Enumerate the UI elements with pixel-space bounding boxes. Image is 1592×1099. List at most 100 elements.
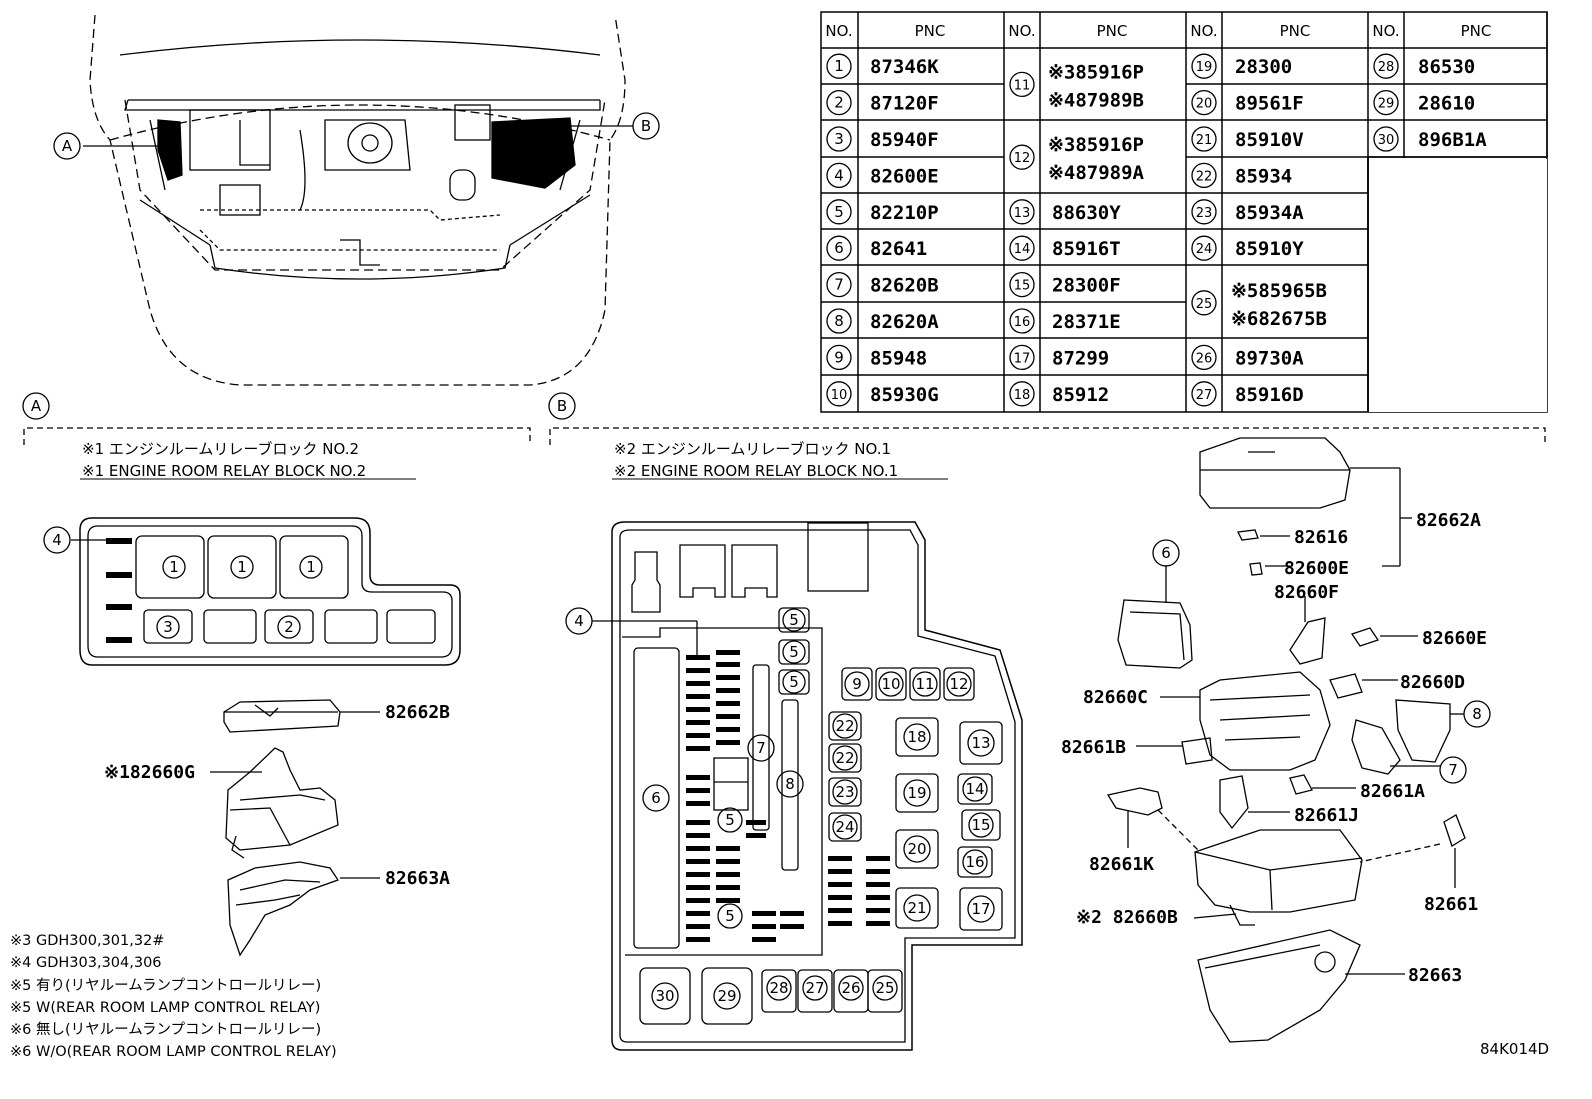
section-b-tag: B [557,397,567,415]
slot-label: 1 [306,558,316,576]
row-number: 26 [1196,351,1213,366]
section-b-title-jp: ※2 エンジンルームリレーブロック NO.1 [614,440,891,458]
pnc-value: 86530 [1418,56,1475,78]
row-number-circle [1373,89,1399,116]
pnc-value: 82620A [870,311,939,333]
fuse-label: 23 [835,783,854,801]
row-number-circle [826,89,852,116]
diagram-code: 84K014D [1480,1040,1550,1058]
part-label-82660g: ※182660G [104,762,195,783]
bracket-82660g-drawing [210,747,339,859]
row-number: 14 [1014,242,1031,257]
footnote: ※3 GDH300,301,32# [10,933,165,949]
pnc-value: 85934 [1235,165,1292,187]
relay-block-no1 [611,521,1023,1051]
row-number: 13 [1014,206,1031,221]
fuse-labels-b: 4 5 5 5 6 7 8 9 10 11 12 22 22 23 24 18 … [574,611,990,1005]
fuse-bars-b [686,650,890,942]
pnc-value: 28371E [1052,311,1121,333]
row-number: 17 [1014,351,1031,366]
section-b-bracket [549,427,1546,445]
pnc-value: 82620B [870,275,939,297]
footnote: ※5 有り(リヤルームランプコントロールリレー) [10,977,322,994]
part-label-82616: 82616 [1294,527,1348,548]
table-header-no-3: NO. [1190,22,1217,40]
cover-82662b-drawing [223,699,380,733]
fuse-label: 5 [725,811,735,829]
fuse-label: 14 [965,780,984,798]
pnc-value: 87346K [870,56,939,78]
part-label-82661j: 82661J [1294,805,1359,826]
fuse-label: 25 [875,979,894,997]
row-number-circle [1191,53,1217,79]
pnc-value: 896B1A [1418,129,1487,151]
pnc-value: ※585965B [1231,280,1327,302]
case-82663a-drawing [227,861,380,957]
row-number: 22 [1196,169,1213,184]
row-number-circle [1009,71,1035,98]
fuse-label: 5 [725,907,735,925]
callout-6-label: 6 [1161,544,1171,562]
footnote: ※6 無し(リヤルームランプコントロールリレー) [10,1022,322,1039]
row-number-circle [1009,235,1035,261]
callout-a-label: A [62,137,73,155]
pnc-value: ※385916P [1048,134,1144,156]
row-number: 7 [834,276,844,294]
part-label-82661: 82661 [1424,894,1478,915]
row-number-circle [1191,126,1217,152]
pnc-value: 82600E [870,165,939,187]
pnc-value: 85910V [1235,129,1304,151]
pnc-value: 28610 [1418,93,1475,115]
row-number: 25 [1196,297,1213,312]
part-label-82663: 82663 [1408,965,1462,986]
section-b-tag-circle [548,392,576,420]
table-header-pnc-2: PNC [1097,22,1128,40]
row-number: 19 [1196,60,1213,75]
section-a-tag: A [31,397,42,415]
pnc-value: 87299 [1052,347,1109,369]
section-a-tag-circle [22,392,50,420]
part-label-82660c: 82660C [1083,687,1148,708]
pnc-value: ※487989B [1048,89,1144,111]
fuse-label: 5 [789,673,799,691]
part-label-82660d: 82660D [1400,672,1465,693]
fuse-label: 16 [965,853,984,871]
pnc-value: 28300F [1052,275,1121,297]
row-number-circle [1009,271,1035,298]
pnc-value: 85934A [1235,202,1304,224]
row-number: 16 [1014,315,1031,330]
row-number: 1 [834,57,844,75]
footnote: ※5 W(REAR ROOM LAMP CONTROL RELAY) [10,999,321,1016]
part-label-82661b: 82661B [1061,737,1126,758]
footnotes: ※3 GDH300,301,32# ※4 GDH303,304,306 ※5 有… [10,930,337,1064]
relay-block-a-location [157,119,183,181]
fuse-label: 9 [852,675,862,693]
part-label-82663a: 82663A [385,868,450,889]
row-number-circle [1009,144,1035,170]
section-a-bracket [23,427,531,445]
row-number: 10 [831,388,848,403]
pnc-table-empty [1369,159,1547,412]
pnc-value: 85948 [870,347,927,369]
fuse-label: 12 [949,675,968,693]
row-number: 27 [1196,388,1213,403]
callout-4-label: 4 [52,531,62,549]
row-number: 12 [1014,151,1031,166]
row-number-circle [1191,381,1217,407]
slot-label: 1 [237,558,247,576]
row-number: 8 [834,312,844,330]
row-number: 20 [1196,97,1213,112]
section-a-title-jp: ※1 エンジンルームリレーブロック NO.2 [82,440,359,458]
fuse-label: 29 [717,987,736,1005]
row-number-circle [1009,344,1035,371]
row-number: 21 [1196,133,1213,148]
row-number-circle [826,308,852,334]
table-header-pnc-1: PNC [915,22,946,40]
fuse-label: 20 [907,840,926,858]
part-label-82660f: 82660F [1274,582,1339,603]
row-number-circle [1191,89,1217,116]
row-number: 29 [1378,97,1395,112]
pnc-value: 87120F [870,93,939,115]
fuse-label: 17 [971,900,990,918]
